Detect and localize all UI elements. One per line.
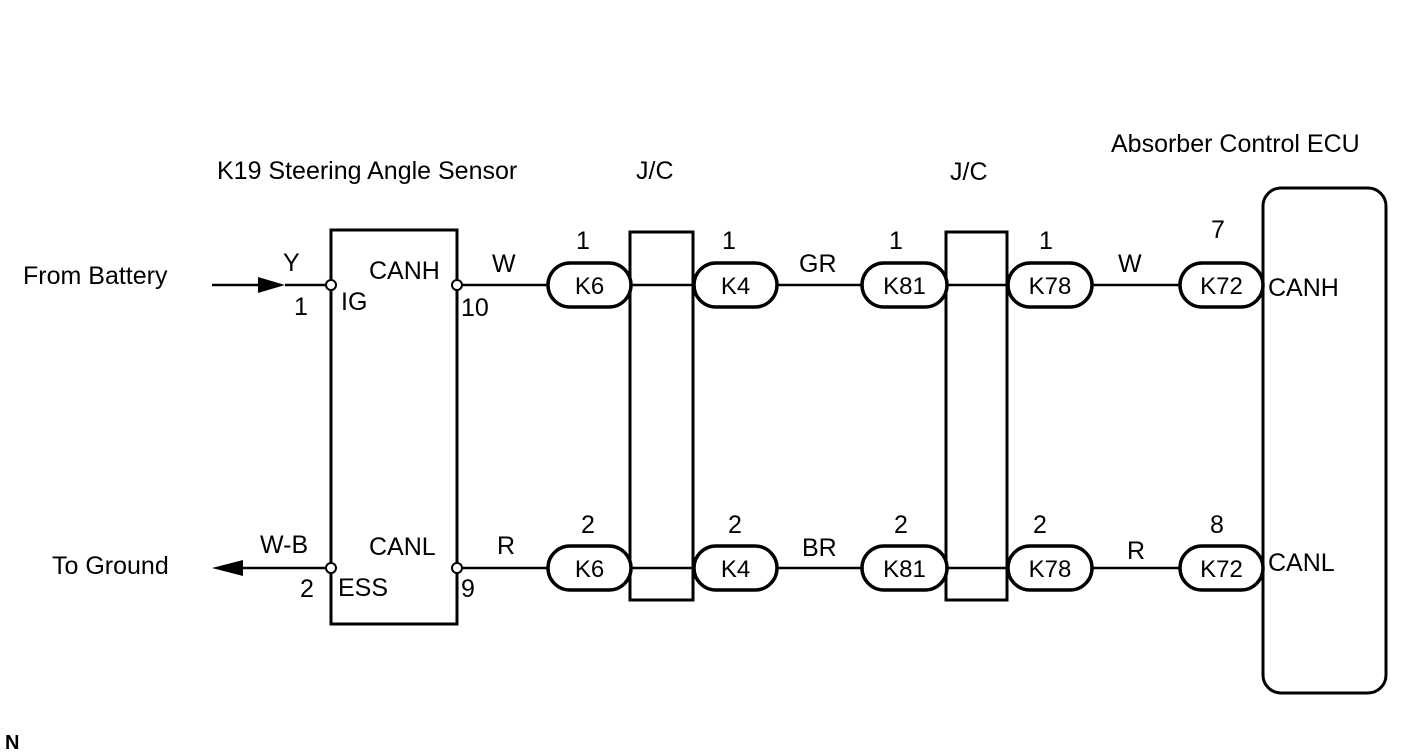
connector-pin: 1 [1039,227,1053,255]
ecu-canh-label: CANH [1268,274,1339,302]
connector-label: K78 [1029,556,1072,583]
connector-pin: 2 [1033,511,1047,539]
ground-label: To Ground [52,552,169,580]
wire-color-label: R [497,532,515,560]
wire-color-label: GR [799,250,837,278]
wire-color-label: R [1127,537,1145,565]
sensor-ig-terminal [325,279,337,291]
connector-pin: 8 [1210,511,1224,539]
connector-k78 [1006,544,1094,592]
sensor-ess-terminal [325,562,337,574]
ess-pin-number: 2 [300,575,314,603]
connector-pin: 7 [1211,216,1225,244]
connector-pin: 1 [889,227,903,255]
connector-k78 [1006,261,1094,309]
sensor-box [329,228,459,626]
connector-label: K72 [1200,273,1243,300]
sensor-canl-label: CANL [369,533,436,561]
ig-wire-color: Y [283,249,300,277]
connector-label: K6 [575,273,604,300]
battery-arrow-icon [258,277,285,293]
connector-pin: 2 [581,511,595,539]
canh-line: W GR W K6 1 K4 1 K81 1 K78 1 K72 7 [462,216,1265,309]
connector-k72 [1178,261,1265,309]
sensor-ess-label: ESS [338,574,388,602]
connector-label: K72 [1200,556,1243,583]
jc1-box [628,230,695,602]
connector-pin: 1 [576,227,590,255]
connector-k4 [692,261,779,309]
sensor-canh-pin: 10 [461,294,489,322]
connector-label: K4 [721,273,750,300]
connector-k81 [860,544,949,592]
jc2-title: J/C [950,158,988,186]
ecu-title: Absorber Control ECU [1111,130,1360,158]
ig-pin-number: 1 [294,293,308,321]
connector-label: K78 [1029,273,1072,300]
ecu-box [1261,186,1388,695]
connector-k81 [860,261,949,309]
canl-line: R BR R K6 2 K4 2 K81 2 K78 2 K72 8 [462,511,1265,592]
connector-pin: 1 [722,227,736,255]
sensor-canh-terminal [451,279,463,291]
sensor-ig-label: IG [341,288,367,316]
jc1-title: J/C [636,157,674,185]
wire-color-label: W [492,250,516,278]
connector-pin: 2 [728,511,742,539]
sensor-canh-label: CANH [369,257,440,285]
jc2-box [944,230,1009,602]
battery-label: From Battery [23,262,168,290]
ess-wire-color: W-B [260,531,308,559]
ecu-canl-label: CANL [1268,549,1335,577]
connector-label: K6 [575,556,604,583]
connector-label: K81 [883,556,926,583]
wire-color-label: W [1118,250,1142,278]
connector-label: K4 [721,556,750,583]
connector-k4 [692,544,779,592]
connector-k6 [546,261,633,309]
connector-label: K81 [883,273,926,300]
connector-k6 [546,544,633,592]
sensor-title: K19 Steering Angle Sensor [217,157,517,185]
wire-color-label: BR [802,534,837,562]
ground-arrow-icon [212,560,243,576]
sensor-canl-pin: 9 [461,575,475,603]
connector-k72 [1178,544,1265,592]
sensor-canl-terminal [451,562,463,574]
connector-pin: 2 [894,511,908,539]
footer-mark: N [5,732,19,754]
